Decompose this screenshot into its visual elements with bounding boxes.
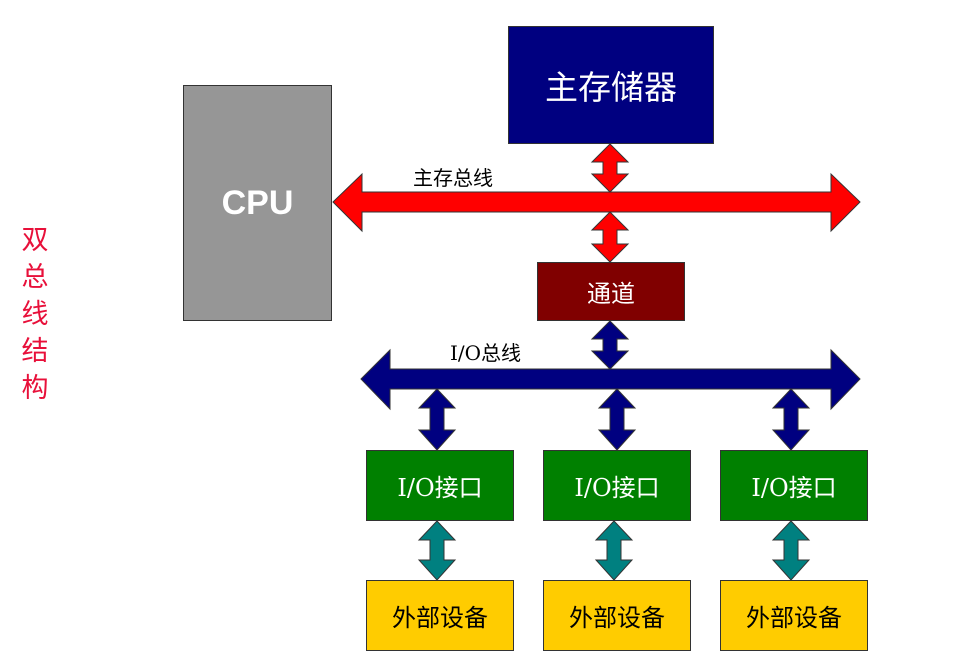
channel-label: 通道: [587, 280, 635, 308]
external-device-box: 外部设备: [366, 580, 514, 651]
main-memory-label: 主存储器: [545, 68, 677, 107]
title-char: 双: [21, 225, 49, 256]
external-device-label: 外部设备: [746, 604, 842, 632]
external-device-label: 外部设备: [569, 604, 665, 632]
title-char: 构: [21, 373, 49, 404]
title-char: 线: [21, 299, 49, 330]
io-interface-label: I/O接口: [574, 474, 660, 502]
interface-device-link-arrow: [771, 520, 811, 581]
title-char: 结: [21, 336, 49, 367]
main-memory-box: 主存储器: [508, 26, 714, 144]
memory-bus-link-arrow: [590, 143, 630, 193]
iobus-interface-link-arrow: [417, 388, 457, 451]
diagram-title: 双 总 线 结 构: [15, 222, 55, 407]
title-char: 总: [21, 262, 49, 293]
io-interface-box: I/O接口: [543, 450, 691, 521]
channel-box: 通道: [537, 262, 685, 321]
bus-channel-link-arrow: [590, 211, 630, 263]
external-device-box: 外部设备: [543, 580, 691, 651]
memory-bus-label: 主存总线: [413, 166, 493, 190]
external-device-box: 外部设备: [720, 580, 868, 651]
io-interface-label: I/O接口: [397, 474, 483, 502]
iobus-interface-link-arrow: [597, 388, 637, 451]
io-interface-box: I/O接口: [720, 450, 868, 521]
io-bus-label: I/O总线: [450, 341, 522, 365]
iobus-interface-link-arrow: [771, 388, 811, 451]
external-device-label: 外部设备: [392, 604, 488, 632]
cpu-box: CPU: [183, 85, 332, 321]
cpu-label: CPU: [221, 183, 294, 222]
interface-device-link-arrow: [417, 520, 457, 581]
memory-bus-arrow: [332, 172, 861, 233]
io-interface-box: I/O接口: [366, 450, 514, 521]
interface-device-link-arrow: [594, 520, 634, 581]
io-interface-label: I/O接口: [751, 474, 837, 502]
io-bus-arrow: [360, 348, 861, 411]
channel-iobus-link-arrow: [590, 320, 630, 370]
